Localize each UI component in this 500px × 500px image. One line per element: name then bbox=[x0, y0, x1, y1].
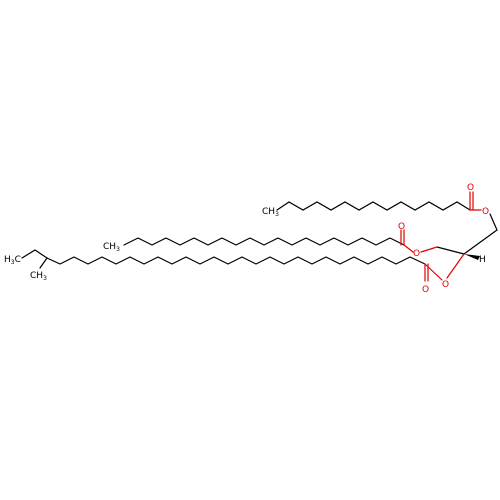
wedge-bond-h bbox=[464, 254, 480, 260]
backbone-c1-c2 bbox=[463, 229, 498, 255]
stereo-hydrogen: H bbox=[479, 255, 486, 265]
top-alkyl-chain bbox=[276, 201, 471, 211]
backbone-c2-c3 bbox=[436, 246, 465, 255]
branch-methyl-bond bbox=[39, 257, 48, 269]
bottom-alkyl-chain bbox=[21, 249, 426, 265]
ethyl-label: H3C bbox=[4, 255, 21, 266]
middle-carbonyl-oxygen: O bbox=[398, 222, 405, 232]
bottom-carbonyl-oxygen: O bbox=[422, 285, 429, 295]
middle-alkyl-chain bbox=[123, 237, 405, 246]
top-methyl-label: CH3 bbox=[262, 207, 279, 218]
top-ester-o-c bbox=[489, 213, 498, 231]
bottom-ester-bond bbox=[424, 263, 443, 281]
middle-methyl-label: CH3 bbox=[103, 242, 120, 253]
middle-ester-bond bbox=[403, 244, 414, 253]
middle-ester-oxygen: O bbox=[413, 249, 420, 259]
top-ester-oxygen: O bbox=[482, 207, 489, 217]
bottom-ester-oxygen: O bbox=[442, 280, 449, 290]
top-carbonyl-oxygen: O bbox=[467, 183, 474, 193]
backbone-c2-o bbox=[446, 253, 465, 279]
backbone-c3-o bbox=[420, 246, 438, 253]
branch-methyl-label: CH3 bbox=[30, 271, 47, 282]
